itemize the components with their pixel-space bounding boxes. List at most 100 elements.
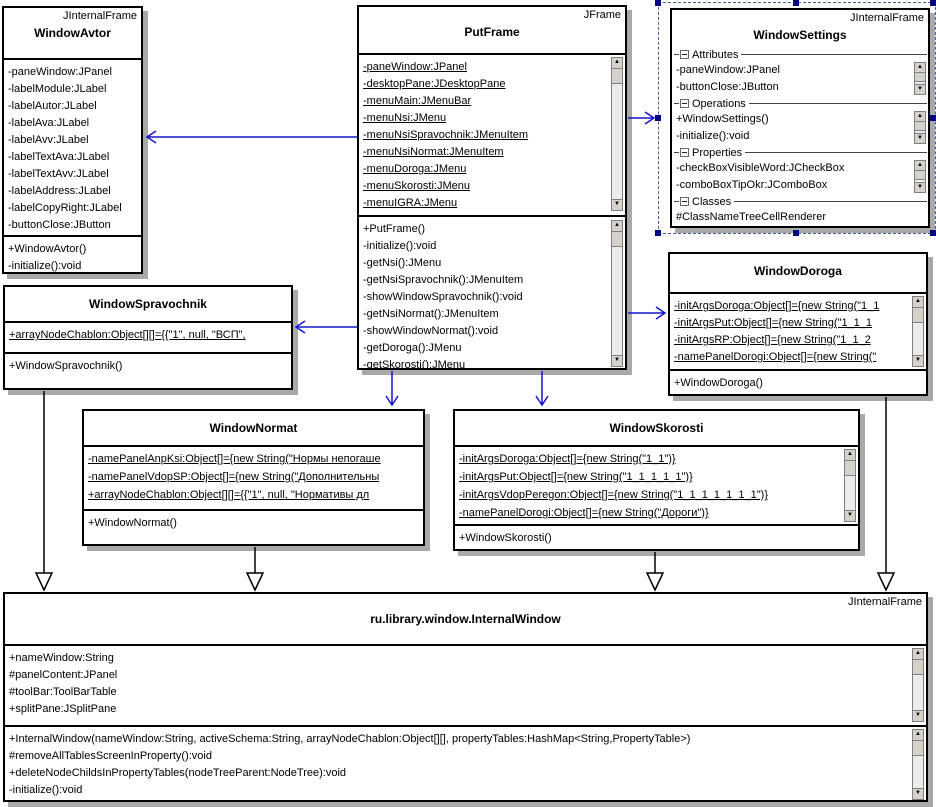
properties-scrollbar[interactable]: ▲ ▼	[914, 160, 926, 193]
selection-handle-sw[interactable]	[655, 230, 661, 236]
selection-handle-e[interactable]	[930, 115, 936, 121]
attribute-row[interactable]: -labelModule:JLabel	[8, 83, 107, 95]
attributes-scrollbar[interactable]: ▲ ▼	[912, 648, 924, 722]
attribute-row[interactable]: +arrayNodeChablon:Object[][]={{"1", null…	[88, 489, 370, 501]
scroll-down-icon[interactable]: ▼	[915, 133, 925, 143]
attribute-row[interactable]: -initArgsVdopPeregon:Object[]={new Strin…	[459, 489, 768, 501]
attribute-row[interactable]: -paneWindow:JPanel	[363, 61, 467, 73]
class-box-windowsettings[interactable]: JInternalFrame WindowSettings Attributes…	[670, 8, 930, 228]
method-row[interactable]: -initialize():void	[363, 240, 437, 252]
method-row[interactable]: -getNsiSpravochnik():JMenuItem	[363, 274, 524, 286]
method-row[interactable]: -getNsiNormat():JMenuItem	[363, 308, 499, 320]
arrow-putframe-to-windowskorosti[interactable]	[535, 371, 549, 407]
selection-handle-n[interactable]	[793, 0, 799, 6]
attribute-row[interactable]: -initArgsRP:Object[]={new String("1_1_2	[674, 334, 871, 346]
method-row[interactable]: -getSkorosti():JMenu	[363, 359, 466, 368]
scroll-down-icon[interactable]: ▼	[612, 199, 622, 210]
attribute-row[interactable]: -menuMain:JMenuBar	[363, 95, 472, 107]
method-row[interactable]: -getNsi():JMenu	[363, 257, 442, 269]
attribute-row[interactable]: -paneWindow:JPanel	[676, 64, 780, 76]
operations-scrollbar[interactable]: ▲ ▼	[914, 111, 926, 144]
attribute-row[interactable]: -initArgsPut:Object[]={new String("1_1_1…	[459, 471, 693, 483]
class-box-putframe[interactable]: JFrame PutFrame -paneWindow:JPanel -desk…	[357, 5, 627, 370]
attribute-row[interactable]: -initArgsDoroga:Object[]={new String("1_…	[674, 300, 880, 312]
attribute-row[interactable]: -initArgsDoroga:Object[]={new String("1_…	[459, 453, 676, 465]
scroll-thumb[interactable]	[915, 73, 925, 82]
method-row[interactable]: -getDoroga():JMenu	[363, 342, 462, 354]
method-row[interactable]: +WindowSpravochnik()	[9, 360, 123, 372]
scroll-up-icon[interactable]: ▲	[845, 450, 855, 461]
attribute-row[interactable]: -labelCopyRight:JLabel	[8, 202, 122, 214]
class-row[interactable]: #ClassNameTreeCellRenderer	[676, 211, 826, 223]
attribute-row[interactable]: +arrayNodeChablon:Object[][]={{"1", null…	[9, 329, 246, 341]
scroll-down-icon[interactable]: ▼	[845, 510, 855, 521]
arrow-putframe-to-windownormat[interactable]	[385, 371, 399, 407]
class-box-windowavtor[interactable]: JInternalFrame WindowAvtor -paneWindow:J…	[2, 6, 143, 274]
attributes-scrollbar[interactable]: ▲ ▼	[914, 62, 926, 95]
attributes-scrollbar[interactable]: ▲ ▼	[844, 449, 856, 522]
method-row[interactable]: -initialize():void	[9, 784, 83, 796]
attribute-row[interactable]: -namePanelDorogi:Object[]={new String("Д…	[459, 507, 709, 519]
selection-handle-se[interactable]	[930, 230, 936, 236]
attribute-row[interactable]: -menuNsi:JMenu	[363, 112, 447, 124]
scroll-thumb[interactable]	[913, 660, 923, 675]
scroll-down-icon[interactable]: ▼	[915, 84, 925, 94]
method-row[interactable]: +PutFrame()	[363, 223, 426, 235]
class-box-windowskorosti[interactable]: WindowSkorosti -initArgsDoroga:Object[]=…	[453, 409, 860, 551]
scroll-up-icon[interactable]: ▲	[913, 730, 923, 741]
scroll-up-icon[interactable]: ▲	[915, 112, 925, 122]
method-row[interactable]: -initialize():void	[8, 260, 82, 272]
arrow-putframe-to-windowspravochnik[interactable]	[294, 320, 357, 334]
scroll-thumb[interactable]	[612, 232, 622, 247]
attribute-row[interactable]: -initArgsPut:Object[]={new String("1_1_1	[674, 317, 873, 329]
arrow-putframe-to-windowsettings[interactable]	[628, 111, 656, 125]
attributes-scrollbar[interactable]: ▲ ▼	[611, 57, 623, 211]
property-row[interactable]: -checkBoxVisibleWord:JCheckBox	[676, 162, 845, 174]
arrow-putframe-to-windowdoroga[interactable]	[628, 306, 667, 320]
selection-handle-w[interactable]	[655, 115, 661, 121]
method-row[interactable]: +WindowNormat()	[88, 517, 177, 529]
attribute-row[interactable]: -labelAva:JLabel	[8, 117, 90, 129]
scroll-up-icon[interactable]: ▲	[913, 297, 923, 308]
methods-scrollbar[interactable]: ▲ ▼	[611, 220, 623, 367]
selection-handle-s[interactable]	[793, 230, 799, 236]
method-row[interactable]: -showWindowSpravochnik():void	[363, 291, 523, 303]
method-row[interactable]: +deleteNodeChildsInPropertyTables(nodeTr…	[9, 767, 347, 779]
method-row[interactable]: +WindowDoroga()	[674, 377, 763, 389]
attribute-row[interactable]: #panelContent:JPanel	[9, 669, 118, 681]
method-row[interactable]: -showWindowNormat():void	[363, 325, 499, 337]
scroll-down-icon[interactable]: ▼	[612, 355, 622, 366]
attribute-row[interactable]: -namePanelVdopSP:Object[]={new String("Д…	[88, 471, 380, 483]
attribute-row[interactable]: -menuIGRA:JMenu	[363, 197, 458, 209]
class-box-windownormat[interactable]: WindowNormat -namePanelAnpKsi:Object[]={…	[82, 409, 425, 546]
scroll-up-icon[interactable]: ▲	[612, 221, 622, 232]
attribute-row[interactable]: -namePanelDorogi:Object[]={new String("	[674, 351, 877, 363]
scroll-thumb[interactable]	[915, 171, 925, 180]
scroll-thumb[interactable]	[913, 308, 923, 323]
scroll-up-icon[interactable]: ▲	[915, 63, 925, 73]
scroll-down-icon[interactable]: ▼	[913, 710, 923, 721]
attribute-row[interactable]: -labelAutor:JLabel	[8, 100, 97, 112]
selection-handle-nw[interactable]	[655, 0, 661, 6]
selection-handle-ne[interactable]	[930, 0, 936, 6]
attribute-row[interactable]: -menuDoroga:JMenu	[363, 163, 467, 175]
operation-row[interactable]: -initialize():void	[676, 130, 750, 142]
scroll-down-icon[interactable]: ▼	[915, 182, 925, 192]
scroll-down-icon[interactable]: ▼	[913, 788, 923, 799]
collapse-icon[interactable]	[680, 148, 689, 157]
method-row[interactable]: #removeAllTablesScreenInProperty():void	[9, 750, 212, 762]
attribute-row[interactable]: -paneWindow:JPanel	[8, 66, 112, 78]
class-box-internalwindow[interactable]: JInternalFrame ru.library.window.Interna…	[3, 592, 928, 802]
attribute-row[interactable]: -menuSkorosti:JMenu	[363, 180, 470, 192]
attribute-row[interactable]: -menuNsiSpravochnik:JMenuItem	[363, 129, 529, 141]
scroll-down-icon[interactable]: ▼	[913, 355, 923, 366]
attribute-row[interactable]: -desktopPane:JDesktopPane	[363, 78, 506, 90]
operation-row[interactable]: +WindowSettings()	[676, 113, 769, 125]
scroll-thumb[interactable]	[913, 741, 923, 756]
collapse-icon[interactable]	[680, 50, 689, 59]
arrow-putframe-to-windowavtor[interactable]	[145, 130, 357, 144]
attribute-row[interactable]: +nameWindow:String	[9, 652, 114, 664]
scroll-thumb[interactable]	[612, 69, 622, 84]
scroll-thumb[interactable]	[915, 122, 925, 131]
